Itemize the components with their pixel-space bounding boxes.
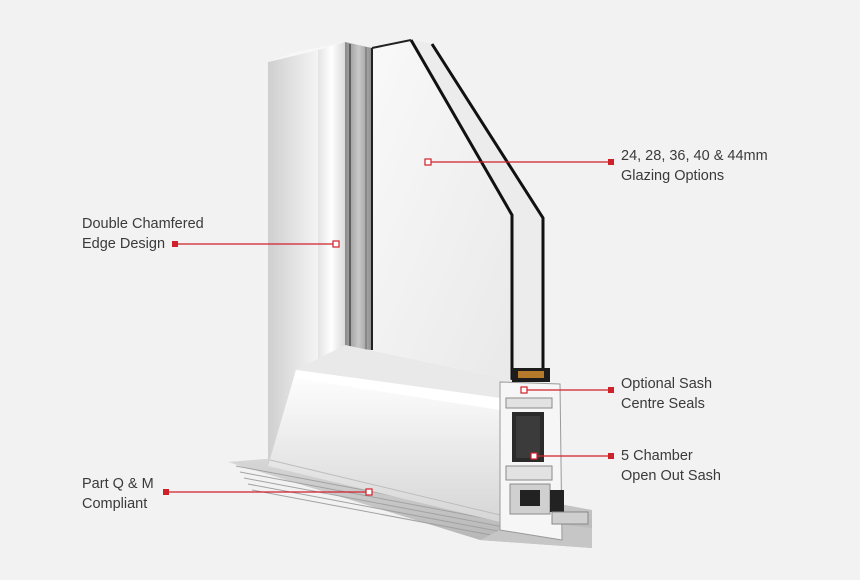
- dot-seals-label: [608, 387, 614, 393]
- callout-line-1: Optional Sash: [621, 376, 713, 392]
- glass-unit: [371, 39, 545, 382]
- callout-line-1: 5 Chamber: [621, 448, 693, 464]
- callout-glazing-options: 24, 28, 36, 40 & 44mm Glazing Options: [621, 146, 768, 186]
- callout-line-1: Double Chamfered: [82, 216, 204, 232]
- callout-part-q-m: Part Q & M Compliant: [82, 474, 154, 514]
- callout-double-chamfered: Double Chamfered Edge Design: [82, 214, 204, 254]
- dot-glazing-label: [608, 159, 614, 165]
- callout-line-2: Centre Seals: [621, 396, 705, 412]
- callout-5-chamber: 5 Chamber Open Out Sash: [621, 446, 721, 486]
- marker-chamber: [530, 452, 538, 460]
- callout-line-2: Open Out Sash: [621, 468, 721, 484]
- marker-chamfer: [332, 240, 340, 248]
- marker-glazing: [424, 158, 432, 166]
- dot-chamber-label: [608, 453, 614, 459]
- callout-line-1: Part Q & M: [82, 476, 154, 492]
- sash-bottom-rail: [268, 345, 512, 522]
- dot-partq-label: [163, 489, 169, 495]
- callout-sash-centre-seals: Optional Sash Centre Seals: [621, 374, 712, 414]
- marker-seals: [520, 386, 528, 394]
- callout-line-1: 24, 28, 36, 40 & 44mm: [621, 148, 768, 164]
- profile-cross-section: [499, 368, 589, 541]
- callout-leaders: [163, 158, 614, 496]
- marker-partq: [365, 488, 373, 496]
- callout-line-2: Compliant: [82, 496, 148, 512]
- callout-line-2: Glazing Options: [621, 168, 725, 184]
- callout-line-2: Edge Design: [82, 236, 166, 252]
- dot-chamfer-label: [172, 241, 178, 247]
- glazing-bead: [345, 42, 372, 350]
